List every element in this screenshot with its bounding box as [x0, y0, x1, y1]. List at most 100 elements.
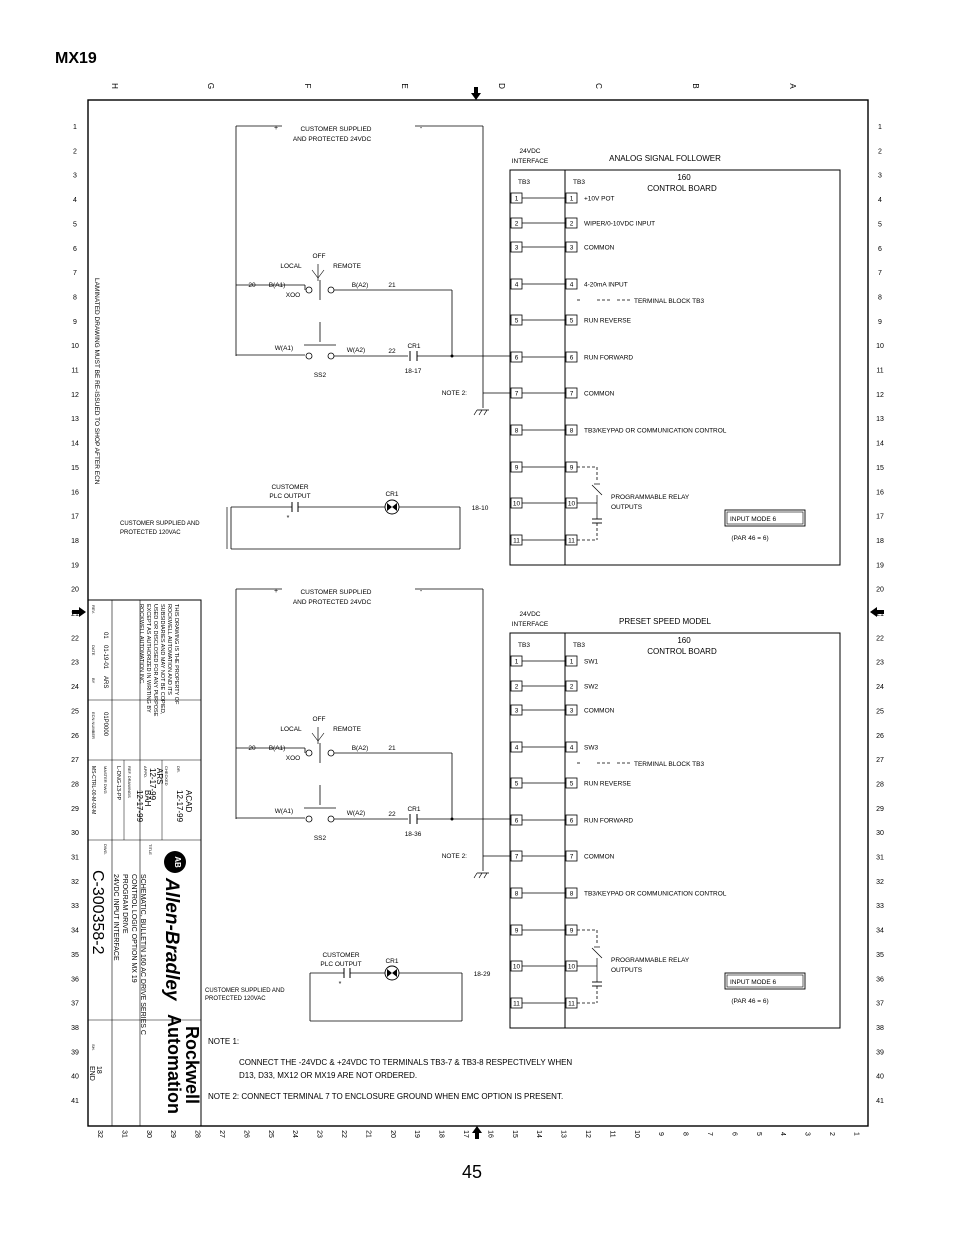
terminal-number: 11 — [568, 538, 575, 545]
column-letter: H — [110, 83, 119, 89]
bottom-number: 9 — [657, 1132, 664, 1136]
terminal-number: 8 — [570, 891, 574, 898]
label: - — [420, 125, 423, 132]
label: APPD. — [143, 766, 148, 778]
terminal-label: TB3/KEYPAD OR COMMUNICATION CONTROL — [584, 428, 727, 435]
terminal-number: 11 — [513, 538, 520, 545]
label: CR1 — [407, 806, 420, 813]
label: + — [274, 125, 278, 132]
bottom-number: 30 — [145, 1130, 152, 1138]
terminal-number: 3 — [570, 708, 574, 715]
terminal-label: COMMON — [584, 391, 615, 398]
ground-symbol — [478, 872, 483, 879]
label: LOCAL — [280, 726, 302, 733]
bottom-number: 26 — [242, 1130, 249, 1138]
terminal-number: 2 — [570, 684, 574, 691]
terminal-number: 3 — [515, 245, 519, 252]
label: 160 — [677, 636, 691, 645]
relay-contact — [591, 484, 603, 496]
row-number: 16 — [876, 489, 884, 496]
row-number: 27 — [71, 757, 79, 764]
allen-bradley-logo — [164, 851, 186, 873]
bottom-number: 5 — [755, 1132, 762, 1136]
row-number: 39 — [71, 1049, 79, 1056]
row-number: 39 — [876, 1049, 884, 1056]
terminal-number: 2 — [515, 221, 519, 228]
label: 01 — [102, 632, 108, 639]
row-number: 12 — [876, 392, 884, 399]
terminal-label: RUN REVERSE — [584, 781, 632, 788]
label: MASTER DWG — [103, 766, 108, 794]
bottom-number: 21 — [364, 1130, 371, 1138]
row-number: 1 — [73, 124, 77, 131]
bottom-number: 28 — [194, 1130, 201, 1138]
bottom-number: 25 — [267, 1130, 274, 1138]
label: PLC OUTPUT — [269, 493, 310, 500]
label: 12-17-99 — [148, 768, 157, 801]
label: REF. DRAWINGS — [127, 766, 132, 798]
column-letter: C — [594, 83, 603, 89]
cross-reference: 18-36 — [405, 831, 422, 838]
switch-contact — [327, 749, 335, 757]
terminal-number: 10 — [568, 501, 576, 508]
row-number: 40 — [71, 1074, 79, 1081]
switch-actuator — [317, 732, 325, 742]
page-number: 45 — [462, 1162, 483, 1182]
label: CUSTOMER — [322, 952, 359, 959]
terminal-number: 10 — [513, 501, 521, 508]
row-number: 10 — [71, 343, 79, 350]
bottom-number: 11 — [608, 1130, 615, 1137]
row-number: 37 — [71, 1001, 79, 1008]
arrow-marker — [72, 610, 79, 614]
label: INTERFACE — [512, 158, 549, 165]
row-number: 5 — [73, 221, 77, 228]
row-number: 22 — [71, 635, 79, 642]
row-number: 32 — [876, 879, 884, 886]
row-number: 13 — [71, 416, 79, 423]
label: ECN NUMBER — [91, 712, 96, 739]
terminal-number: 4 — [570, 745, 574, 752]
terminal-number: 6 — [570, 818, 574, 825]
terminal-label: SW3 — [584, 745, 598, 752]
label: 24VDC — [520, 148, 541, 155]
label: BAH — [143, 790, 152, 807]
input-mode-box — [724, 972, 806, 990]
row-number: 41 — [876, 1098, 884, 1105]
row-number: 7 — [73, 270, 77, 277]
bottom-number: 16 — [486, 1130, 493, 1138]
terminal-number: 9 — [515, 465, 519, 472]
label: CONTROL LOGIC OPTION MX 19 — [130, 874, 137, 983]
terminal-label: RUN FORWARD — [584, 355, 633, 362]
label: EXCEPT AS AUTHORIZED IN WRITING BY — [145, 604, 151, 713]
row-number: 32 — [71, 879, 79, 886]
label: CR1 — [385, 958, 398, 965]
terminal-number: 11 — [513, 1001, 520, 1008]
label: CR1 — [407, 343, 420, 350]
label: ROCKWELL AUTOMATION INC. — [138, 604, 144, 685]
bottom-number: 8 — [682, 1132, 689, 1136]
label: 12-17-99 — [175, 790, 184, 823]
terminal-number: 9 — [570, 465, 574, 472]
label: DR. — [176, 766, 181, 773]
row-number: 40 — [876, 1074, 884, 1081]
label: L-DNG-13-PP — [115, 766, 121, 801]
arrow-marker — [870, 607, 877, 617]
terminal-label: RUN FORWARD — [584, 818, 633, 825]
row-number: 15 — [876, 465, 884, 472]
bottom-number: 12 — [584, 1130, 591, 1138]
arrow-marker — [474, 87, 478, 94]
terminal-number: 3 — [515, 708, 519, 715]
row-number: 31 — [876, 855, 884, 862]
terminal-number: 4 — [515, 745, 519, 752]
row-number: 27 — [876, 757, 884, 764]
label: AND PROTECTED 24VDC — [293, 599, 372, 606]
label: 21 — [388, 282, 396, 289]
row-number: 17 — [71, 514, 79, 521]
bottom-number: 6 — [730, 1132, 737, 1136]
terminal-number: 7 — [515, 391, 519, 398]
row-number: 24 — [876, 684, 884, 691]
row-number: 34 — [71, 928, 79, 935]
row-number: 23 — [71, 660, 79, 667]
label: 20 — [248, 745, 256, 752]
row-number: 38 — [71, 1025, 79, 1032]
